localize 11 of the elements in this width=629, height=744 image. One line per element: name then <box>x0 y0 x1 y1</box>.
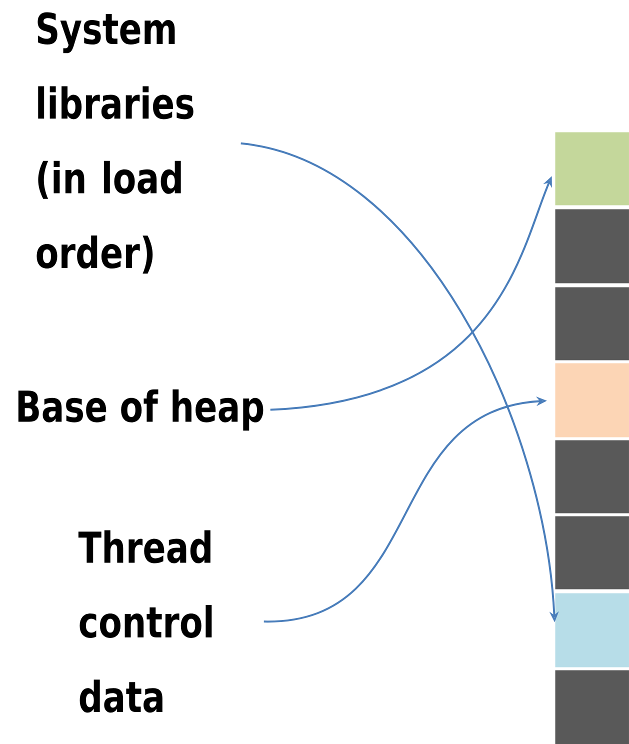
memory-block <box>555 209 629 284</box>
memory-block <box>555 516 629 590</box>
label-text: Base of heap <box>18 389 264 431</box>
label-text: Thread control data <box>78 530 212 713</box>
memory-block <box>555 363 629 438</box>
memory-block <box>555 132 629 206</box>
memory-block <box>555 670 629 744</box>
memory-block <box>555 593 629 668</box>
label-text: System libraries (in load order) <box>36 12 194 274</box>
memory-block <box>555 440 629 514</box>
memory-block <box>555 287 629 360</box>
